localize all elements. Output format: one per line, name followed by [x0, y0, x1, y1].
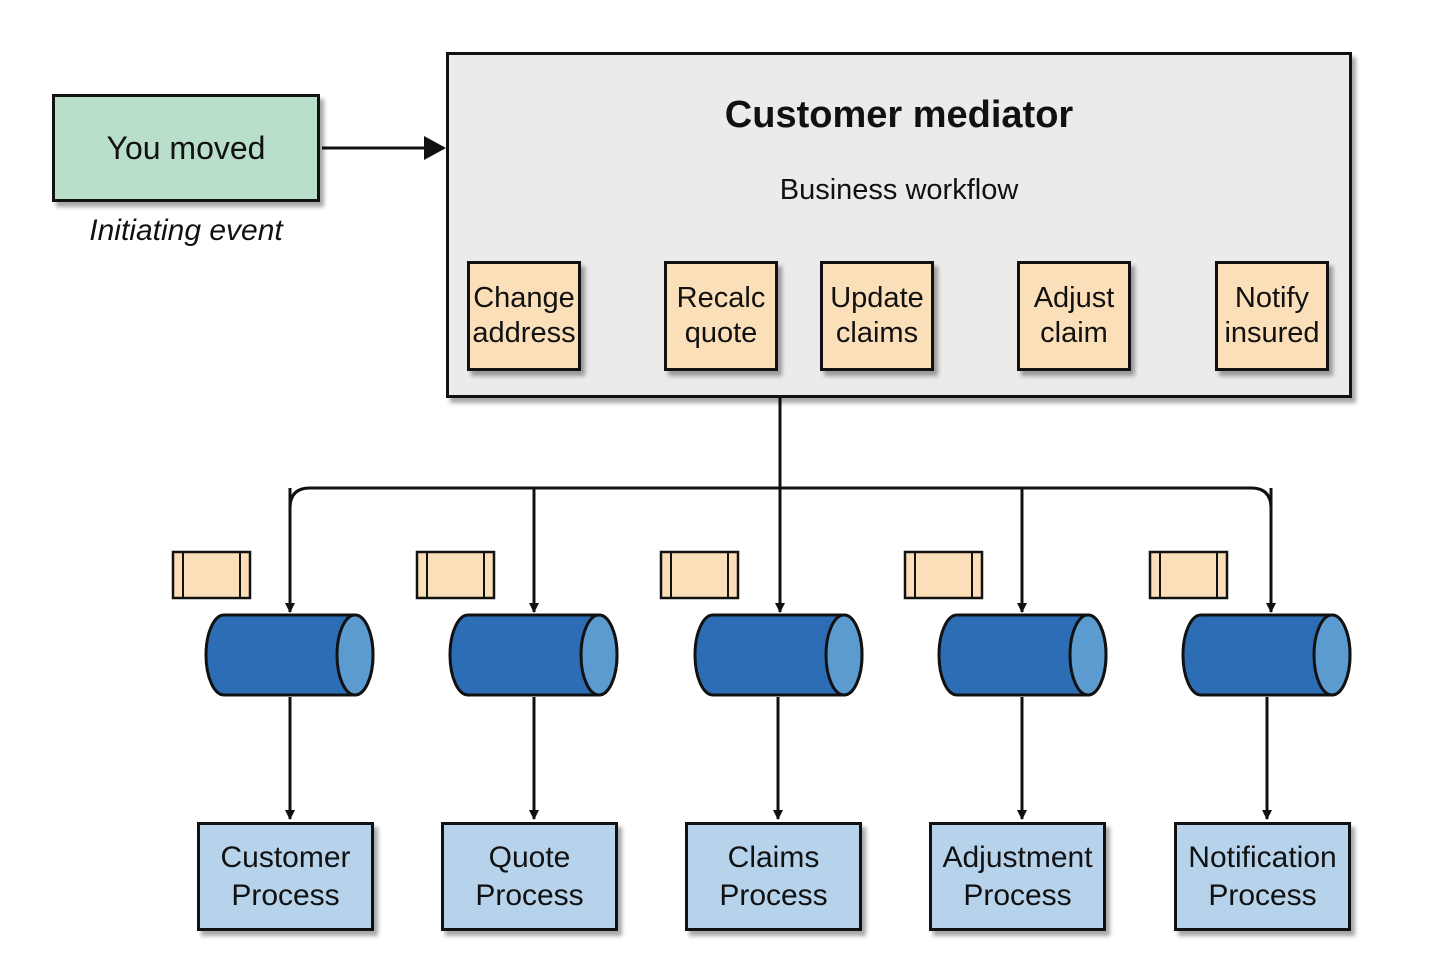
- queue-icon: [937, 613, 1108, 697]
- queue-icon: [204, 613, 375, 697]
- workflow-step-label: Notify insured: [1224, 282, 1320, 349]
- message-icon: [903, 550, 984, 600]
- workflow-step-label: Update claims: [830, 282, 924, 349]
- process-label: Claims Process: [719, 841, 828, 912]
- workflow-step-label: Change address: [472, 282, 576, 349]
- queue-icon: [693, 613, 864, 697]
- message-icon: [415, 550, 496, 600]
- initiating-event-label: You moved: [106, 129, 266, 166]
- process-label: Customer Process: [220, 841, 351, 912]
- workflow-step-notify-insured: Notify insured: [1215, 261, 1329, 371]
- process-customer: Customer Process: [197, 822, 374, 931]
- queue-icon: [448, 613, 619, 697]
- process-claims: Claims Process: [685, 822, 862, 931]
- workflow-step-label: Recalc quote: [676, 282, 766, 349]
- event-to-mediator-arrowhead: [424, 136, 446, 160]
- initiating-event-box: You moved: [52, 94, 320, 202]
- workflow-step-recalc-quote: Recalc quote: [664, 261, 778, 371]
- workflow-step-label: Adjust claim: [1033, 282, 1115, 349]
- message-icon: [171, 550, 252, 600]
- initiating-event-caption: Initiating event: [89, 214, 283, 247]
- process-notification: Notification Process: [1174, 822, 1351, 931]
- process-adjustment: Adjustment Process: [929, 822, 1106, 931]
- process-label: Adjustment Process: [942, 841, 1093, 912]
- workflow-step-adjust-claim: Adjust claim: [1017, 261, 1131, 371]
- workflow-label: Business workflow: [779, 174, 1019, 206]
- process-label: Quote Process: [475, 841, 584, 912]
- message-icon: [659, 550, 740, 600]
- workflow-step-update-claims: Update claims: [820, 261, 934, 371]
- message-icon: [1148, 550, 1229, 600]
- queue-icon: [1181, 613, 1352, 697]
- process-label: Notification Process: [1188, 841, 1337, 912]
- workflow-step-change-address: Change address: [467, 261, 581, 371]
- mediator-title: Customer mediator: [724, 94, 1074, 136]
- process-quote: Quote Process: [441, 822, 618, 931]
